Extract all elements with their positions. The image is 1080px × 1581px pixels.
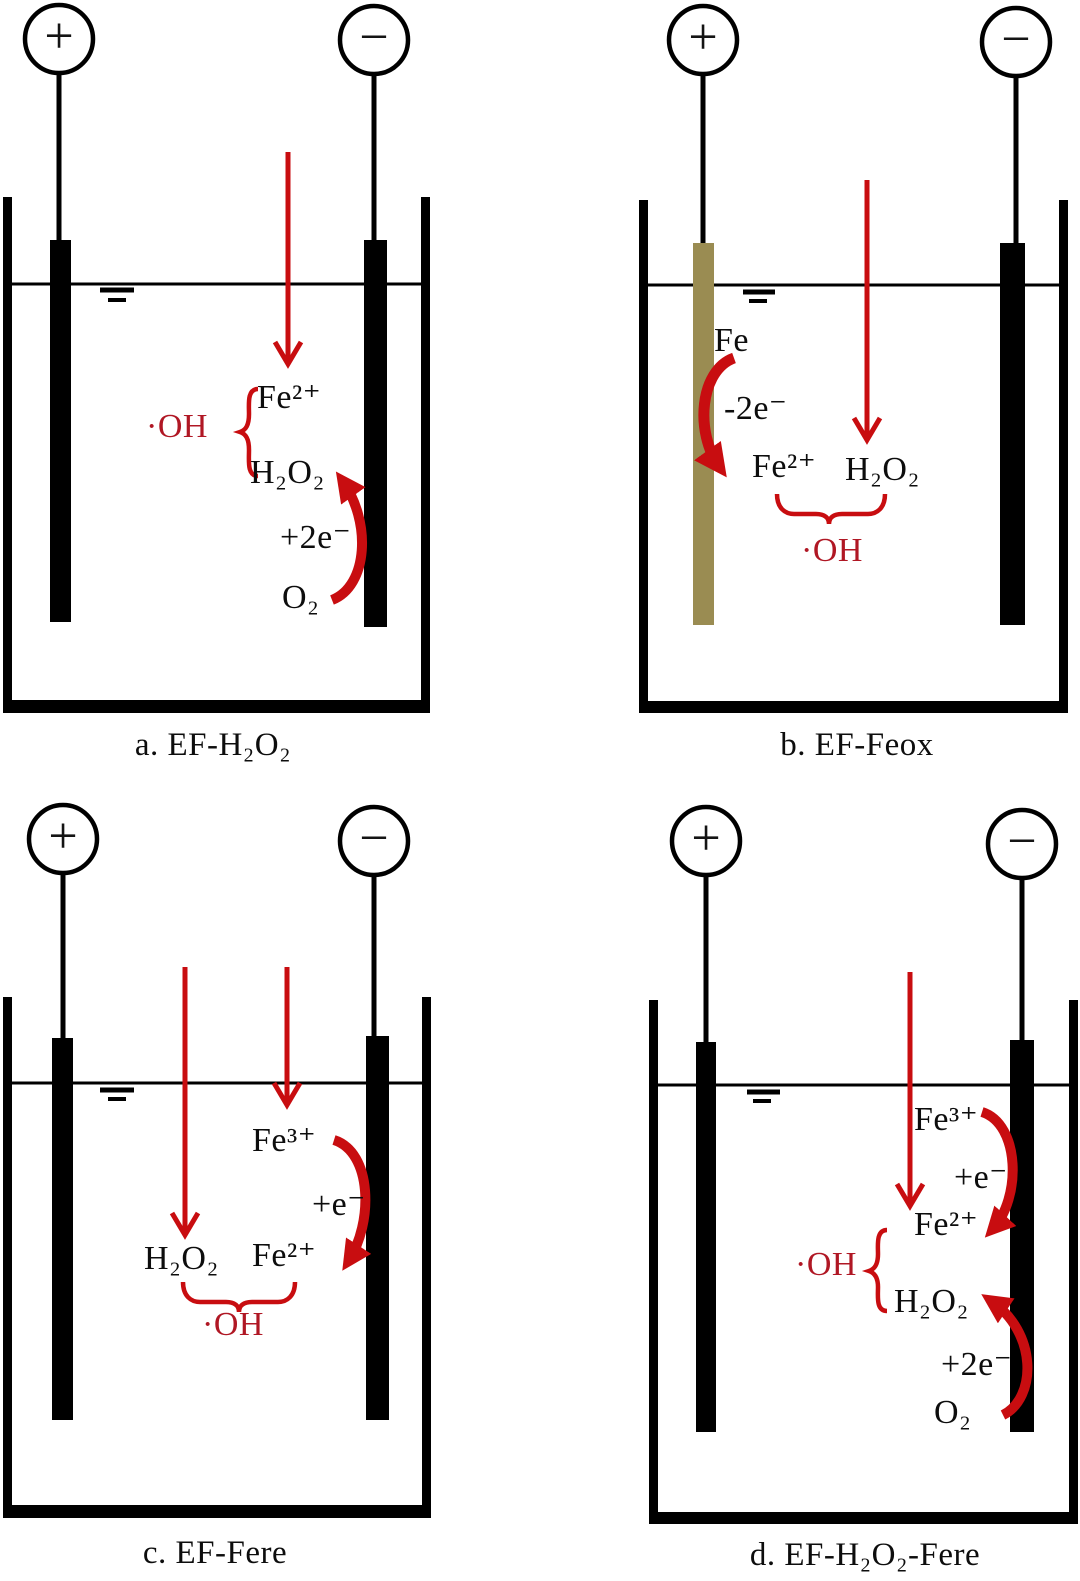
label-plus-2e: +2e⁻: [941, 1346, 1013, 1383]
negative-terminal-sign: −: [1007, 812, 1037, 870]
underbrace-icon: [774, 493, 888, 525]
negative-terminal: [337, 3, 411, 77]
brace-icon: [232, 386, 259, 479]
current-arrowhead-icon: [851, 416, 883, 445]
current-arrowhead-icon: [271, 1081, 303, 1110]
panel-caption: c. EF-Fere: [142, 1535, 288, 1571]
beaker-right-wall: [1059, 200, 1068, 713]
electron-transfer-arrow: [979, 1107, 1018, 1238]
anode-electrode: [52, 1038, 73, 1420]
current-arrowhead-icon: [894, 1182, 926, 1211]
label-h2o2: H₂O₂: [250, 454, 325, 491]
label-fe3: Fe³⁺: [252, 1122, 317, 1159]
label-h2o2: H₂O₂: [894, 1283, 969, 1320]
label-fe3: Fe³⁺: [914, 1101, 979, 1138]
panel-b-drawing: [639, 3, 1068, 713]
label-o2: O₂: [282, 579, 320, 616]
negative-terminal-sign: −: [359, 8, 389, 66]
positive-terminal-sign: +: [44, 7, 74, 65]
label-fe2: Fe²⁺: [752, 448, 817, 485]
cathode-electrode: [364, 240, 387, 627]
panel-a: + − ·OH Fe²⁺ H₂O₂ +2e⁻ O₂ a. EF-H₂O₂: [0, 0, 540, 791]
anode-electrode: [696, 1042, 716, 1432]
panel-d-drawing: [649, 804, 1078, 1524]
negative-terminal: [979, 5, 1053, 79]
cathode-electrode: [366, 1036, 389, 1420]
label-minus-2e: -2e⁻: [724, 390, 788, 427]
negative-terminal-sign: −: [359, 809, 389, 867]
beaker-right-wall: [421, 197, 430, 713]
beaker-left-wall: [649, 1000, 658, 1524]
beaker-left-wall: [639, 200, 648, 713]
electron-transfer-arrow: [981, 1294, 1033, 1420]
label-plus-e: +e⁻: [312, 1186, 366, 1223]
current-arrowhead-icon: [272, 340, 304, 369]
positive-terminal-sign: +: [688, 8, 718, 66]
positive-terminal: [669, 804, 743, 878]
label-h2o2: H₂O₂: [144, 1240, 219, 1277]
label-hydroxyl-radical: ·OH: [801, 532, 863, 569]
underbrace-icon: [180, 1281, 298, 1313]
panel-caption: b. EF-Feox: [780, 727, 934, 763]
positive-terminal-sign: +: [691, 809, 721, 867]
negative-terminal-sign: −: [1001, 10, 1031, 68]
beaker-left-wall: [3, 197, 12, 713]
label-h2o2: H₂O₂: [845, 451, 920, 488]
electron-transfer-arrow: [332, 1135, 372, 1271]
beaker-bottom: [649, 1512, 1078, 1524]
label-fe2: Fe²⁺: [252, 1237, 317, 1274]
label-hydroxyl-radical: ·OH: [795, 1246, 857, 1283]
cathode-electrode: [1000, 243, 1025, 625]
panel-caption: a. EF-H₂O₂: [134, 727, 292, 763]
panel-a-drawing: [3, 2, 430, 713]
label-hydroxyl-radical: ·OH: [202, 1306, 264, 1343]
beaker-bottom: [3, 1505, 431, 1518]
negative-terminal: [985, 807, 1059, 881]
label-hydroxyl-radical: ·OH: [146, 408, 208, 445]
panel-c: + − Fe³⁺ +e⁻ H₂O₂ Fe²⁺ ·OH c. EF-Fere: [0, 790, 540, 1581]
label-plus-e: +e⁻: [954, 1159, 1008, 1196]
panel-caption: d. EF-H₂O₂-Fere: [749, 1537, 981, 1573]
positive-terminal: [26, 802, 100, 876]
label-fe2: Fe²⁺: [257, 379, 322, 416]
positive-terminal: [22, 2, 96, 76]
electron-transfer-arrow: [329, 471, 368, 605]
positive-terminal-sign: +: [48, 807, 78, 865]
beaker-right-wall: [422, 997, 431, 1518]
beaker-left-wall: [3, 997, 12, 1518]
positive-terminal: [666, 3, 740, 77]
beaker-right-wall: [1069, 1000, 1078, 1524]
label-fe2: Fe²⁺: [914, 1206, 979, 1243]
label-plus-2e: +2e⁻: [280, 519, 352, 556]
panel-d: + − Fe³⁺ +e⁻ Fe²⁺ ·OH H₂O₂ +2e⁻ O₂ d. EF…: [540, 790, 1080, 1581]
negative-terminal: [337, 804, 411, 878]
beaker-bottom: [639, 701, 1068, 713]
anode-electrode: [50, 240, 71, 622]
current-arrowhead-icon: [169, 1211, 201, 1240]
beaker-bottom: [3, 700, 430, 713]
label-o2: O₂: [934, 1394, 972, 1431]
panel-c-drawing: [3, 802, 431, 1518]
panel-b: + − Fe -2e⁻ Fe²⁺ H₂O₂ ·OH b. EF-Feox: [540, 0, 1080, 791]
brace-icon: [861, 1227, 888, 1314]
label-fe: Fe: [714, 322, 749, 359]
electron-transfer-arrow: [694, 352, 737, 478]
